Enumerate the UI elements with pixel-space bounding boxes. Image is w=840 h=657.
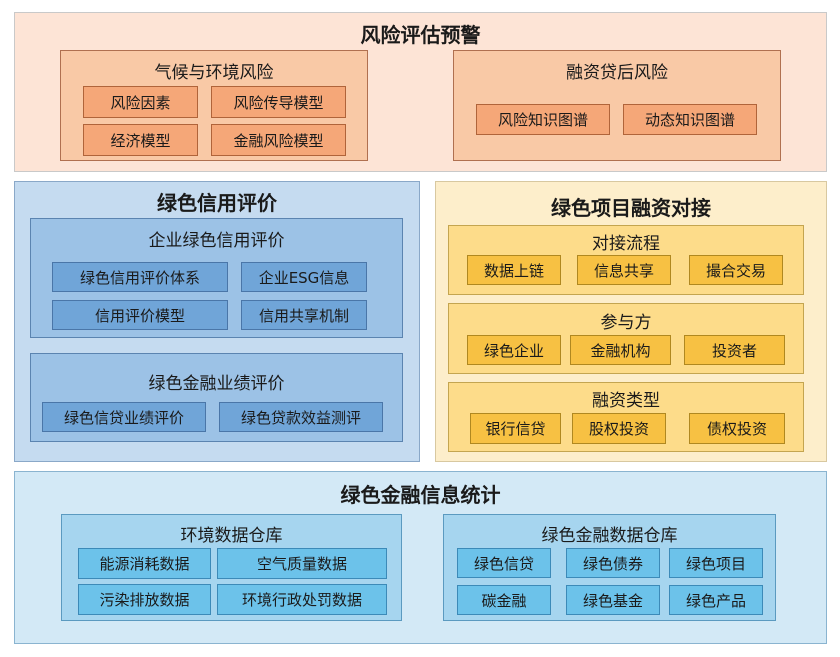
credit-evaluation-model-node: 信用评价模型 xyxy=(52,300,228,330)
carbon-finance-node: 碳金融 xyxy=(457,585,551,615)
env-data-warehouse-title: 环境数据仓库 xyxy=(180,526,283,546)
matching-process-title: 对接流程 xyxy=(592,234,660,254)
data-on-chain-node: 数据上链 xyxy=(467,255,561,285)
financial-risk-model-node: 金融风险模型 xyxy=(211,124,346,156)
pollution-emission-data-node: 污染排放数据 xyxy=(78,584,211,615)
green-product-node: 绿色产品 xyxy=(669,585,763,615)
bank-credit-node: 银行信贷 xyxy=(470,413,561,444)
project-section-title: 绿色项目融资对接 xyxy=(551,196,711,220)
green-credit-node: 绿色信贷 xyxy=(457,548,551,578)
risk-factor-node: 风险因素 xyxy=(83,86,198,118)
post-loan-risk-title: 融资贷后风险 xyxy=(566,63,668,83)
enterprise-credit-title: 企业绿色信用评价 xyxy=(148,231,285,251)
air-quality-data-node: 空气质量数据 xyxy=(217,548,387,579)
green-loan-benefit-node: 绿色贷款效益测评 xyxy=(219,402,383,432)
matchmaking-trade-node: 撮合交易 xyxy=(689,255,783,285)
credit-evaluation-system-node: 绿色信用评价体系 xyxy=(52,262,228,292)
risk-section-title: 风险评估预警 xyxy=(360,23,481,47)
green-bond-node: 绿色债券 xyxy=(566,548,660,578)
green-project-node: 绿色项目 xyxy=(669,548,763,578)
env-penalty-data-node: 环境行政处罚数据 xyxy=(217,584,387,615)
climate-risk-title: 气候与环境风险 xyxy=(154,63,274,83)
green-fund-node: 绿色基金 xyxy=(566,585,660,615)
financial-institution-node: 金融机构 xyxy=(570,335,671,365)
risk-knowledge-graph-node: 风险知识图谱 xyxy=(476,104,610,135)
debt-investment-node: 债权投资 xyxy=(689,413,785,444)
stats-section-title: 绿色金融信息统计 xyxy=(340,483,501,507)
info-sharing-node: 信息共享 xyxy=(577,255,671,285)
green-credit-performance-node: 绿色信贷业绩评价 xyxy=(42,402,206,432)
equity-investment-node: 股权投资 xyxy=(572,413,666,444)
investor-node: 投资者 xyxy=(684,335,785,365)
participants-title: 参与方 xyxy=(600,313,652,333)
credit-section-title: 绿色信用评价 xyxy=(157,191,277,215)
risk-transmission-model-node: 风险传导模型 xyxy=(211,86,346,118)
green-enterprise-node: 绿色企业 xyxy=(467,335,561,365)
credit-sharing-mechanism-node: 信用共享机制 xyxy=(241,300,367,330)
enterprise-esg-info-node: 企业ESG信息 xyxy=(241,262,367,292)
dynamic-knowledge-graph-node: 动态知识图谱 xyxy=(623,104,757,135)
green-finance-data-warehouse-title: 绿色金融数据仓库 xyxy=(541,526,678,546)
financing-type-title: 融资类型 xyxy=(592,391,660,411)
financial-performance-title: 绿色金融业绩评价 xyxy=(148,374,285,394)
energy-consumption-data-node: 能源消耗数据 xyxy=(78,548,211,579)
economic-model-node: 经济模型 xyxy=(83,124,198,156)
